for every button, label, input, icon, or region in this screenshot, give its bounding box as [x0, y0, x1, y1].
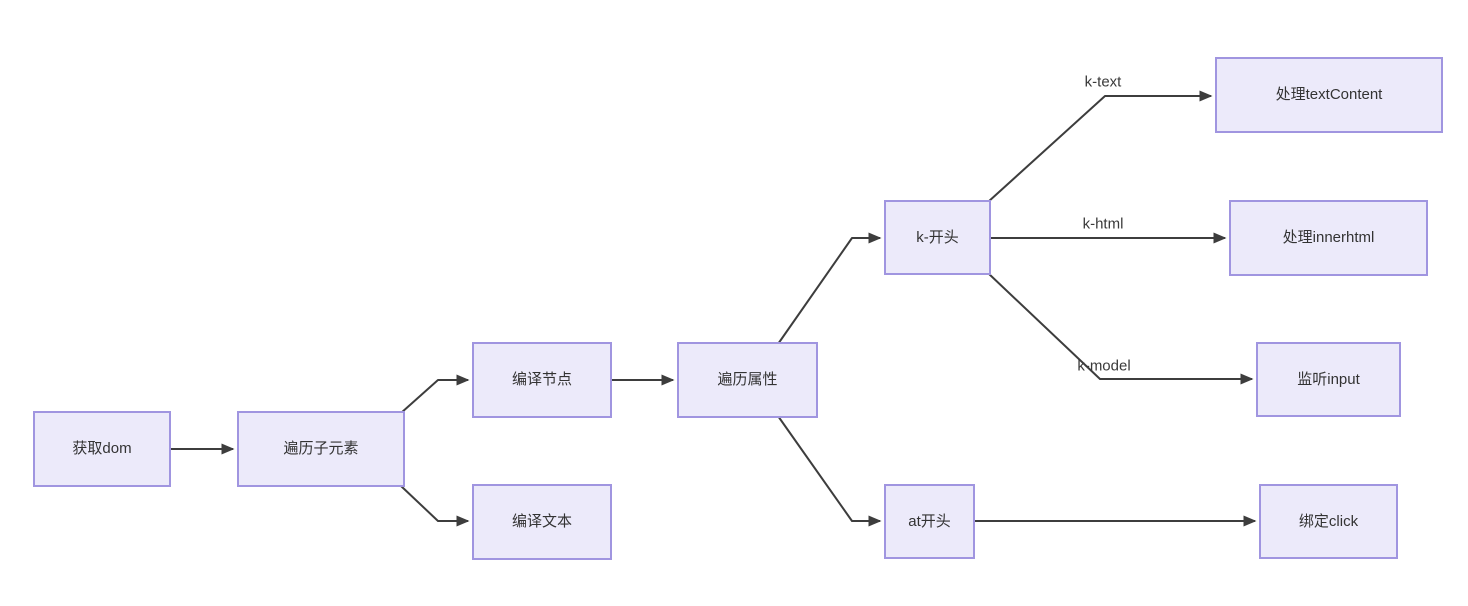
flow-node-bind-click[interactable]: 绑定click — [1259, 484, 1398, 559]
flow-node-label: at开头 — [908, 512, 951, 530]
flow-node-compile-text[interactable]: 编译文本 — [472, 484, 612, 560]
flow-node-label: 监听input — [1297, 370, 1360, 388]
flow-node-label: 处理textContent — [1275, 86, 1383, 103]
flow-edge-k-prefix-to-handle-textcontent — [987, 90, 1213, 203]
flow-node-traverse-children[interactable]: 遍历子元素 — [237, 411, 405, 487]
flow-node-label: k-开头 — [916, 228, 959, 246]
flow-node-listen-input[interactable]: 监听input — [1256, 342, 1401, 417]
flow-node-traverse-attrs[interactable]: 遍历属性 — [677, 342, 818, 418]
edge-label-k-html: k-html — [1082, 215, 1124, 233]
flow-node-label: 处理innerhtml — [1282, 229, 1375, 246]
flow-node-k-prefix[interactable]: k-开头 — [884, 200, 991, 275]
flow-node-get-dom[interactable]: 获取dom — [33, 411, 171, 487]
edge-label-k-model: k-model — [1077, 357, 1131, 375]
flow-edge-k-prefix-to-listen-input — [987, 272, 1254, 385]
flow-edge-traverse-attrs-to-at-prefix — [777, 415, 882, 527]
flow-edge-traverse-children-to-compile-text — [400, 485, 470, 527]
flow-node-label: 遍历属性 — [717, 371, 778, 388]
flow-node-label: 遍历子元素 — [283, 440, 359, 457]
flow-node-label: 编译文本 — [511, 513, 572, 530]
edge-label-k-text: k-text — [1084, 73, 1122, 91]
flow-node-handle-textcontent[interactable]: 处理textContent — [1215, 57, 1443, 133]
flow-node-at-prefix[interactable]: at开头 — [884, 484, 975, 559]
flow-node-compile-node[interactable]: 编译节点 — [472, 342, 612, 418]
flow-node-handle-innerhtml[interactable]: 处理innerhtml — [1229, 200, 1428, 276]
flow-edge-traverse-attrs-to-k-prefix — [777, 232, 882, 345]
flow-node-label: 获取dom — [72, 440, 132, 457]
flow-node-label: 绑定click — [1298, 512, 1359, 530]
flow-node-label: 编译节点 — [511, 371, 572, 388]
flow-edge-traverse-children-to-compile-node — [400, 374, 470, 414]
